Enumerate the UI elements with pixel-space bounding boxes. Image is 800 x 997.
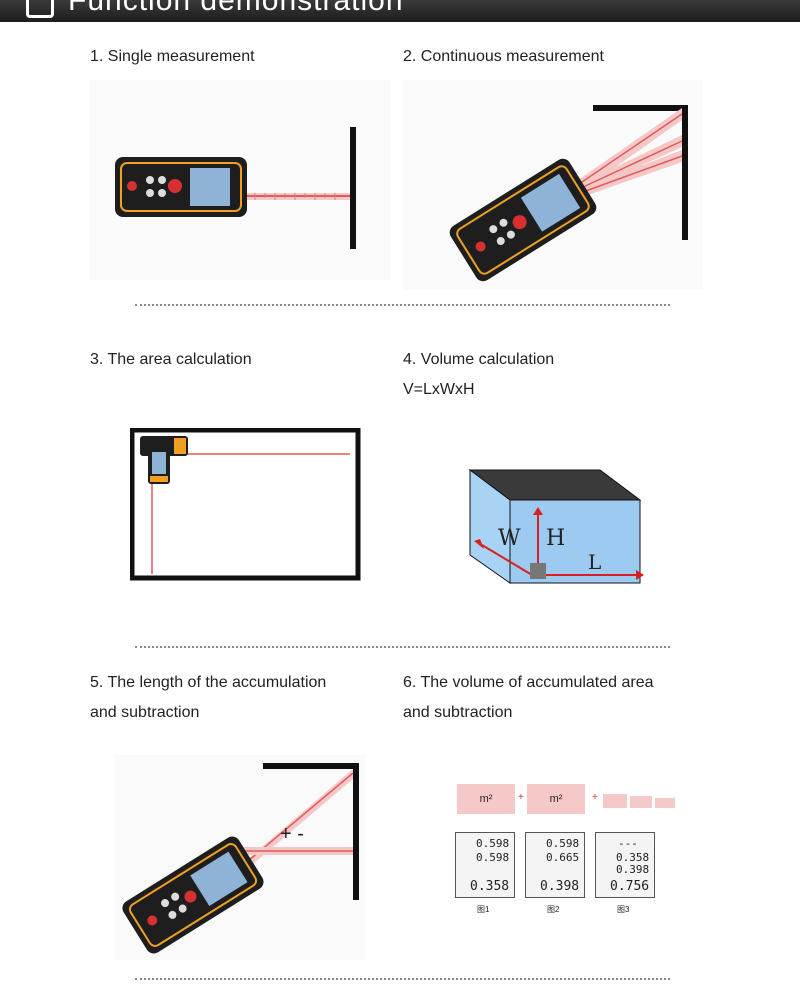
caption-3: 图3 bbox=[617, 905, 630, 914]
section-1-title: 1. Single measurement bbox=[90, 48, 255, 65]
section-2-title: 2. Continuous measurement bbox=[403, 48, 604, 65]
single-measurement-illustration bbox=[90, 80, 390, 280]
height-label: H bbox=[546, 526, 565, 551]
length-label: L bbox=[588, 550, 601, 574]
header-banner: Function demonstration bbox=[0, 0, 800, 22]
volume-formula: V=LxWxH bbox=[403, 381, 475, 398]
caption-1: 图1 bbox=[477, 905, 490, 914]
area-block-2: m² bbox=[527, 784, 585, 814]
plus-minus-label: + - bbox=[280, 823, 304, 845]
volume-calculation-illustration: W H L bbox=[468, 469, 644, 584]
section-5-title-line1: 5. The length of the accumulation bbox=[90, 674, 327, 691]
plus-sign-1: + bbox=[518, 792, 524, 803]
continuous-measurement-illustration bbox=[403, 80, 703, 290]
width-label: W bbox=[498, 526, 521, 551]
length-accumulation-illustration: + - bbox=[115, 755, 365, 960]
lcd-screen-2: 0.598 0.665 0.398 bbox=[525, 832, 585, 898]
section-5-title-line2: and subtraction bbox=[90, 704, 200, 721]
area-block-1: m² bbox=[457, 784, 515, 814]
area-block-5 bbox=[655, 798, 675, 808]
section-6-title-line1: 6. The volume of accumulated area bbox=[403, 674, 654, 691]
area-block-4 bbox=[630, 796, 652, 808]
divider-1 bbox=[135, 304, 670, 306]
caption-2: 图2 bbox=[547, 905, 560, 914]
section-3-title: 3. The area calculation bbox=[90, 351, 252, 368]
area-calculation-illustration bbox=[130, 428, 361, 581]
divider-2 bbox=[135, 646, 670, 648]
lcd-screen-3: --- 0.358 0.398 0.756 bbox=[595, 832, 655, 898]
header-title: Function demonstration bbox=[68, 0, 404, 17]
area-accumulation-illustration: m² + m² + 0.598 0.598 0.358 图1 0.598 0.6… bbox=[455, 780, 685, 930]
area-block-3 bbox=[603, 794, 627, 808]
lcd-screen-1: 0.598 0.598 0.358 bbox=[455, 832, 515, 898]
divider-3 bbox=[135, 978, 670, 980]
section-4-title: 4. Volume calculation bbox=[403, 351, 555, 368]
section-6-title-line2: and subtraction bbox=[403, 704, 513, 721]
plus-sign-2: + bbox=[592, 792, 598, 803]
gear-badge-icon bbox=[26, 0, 54, 18]
